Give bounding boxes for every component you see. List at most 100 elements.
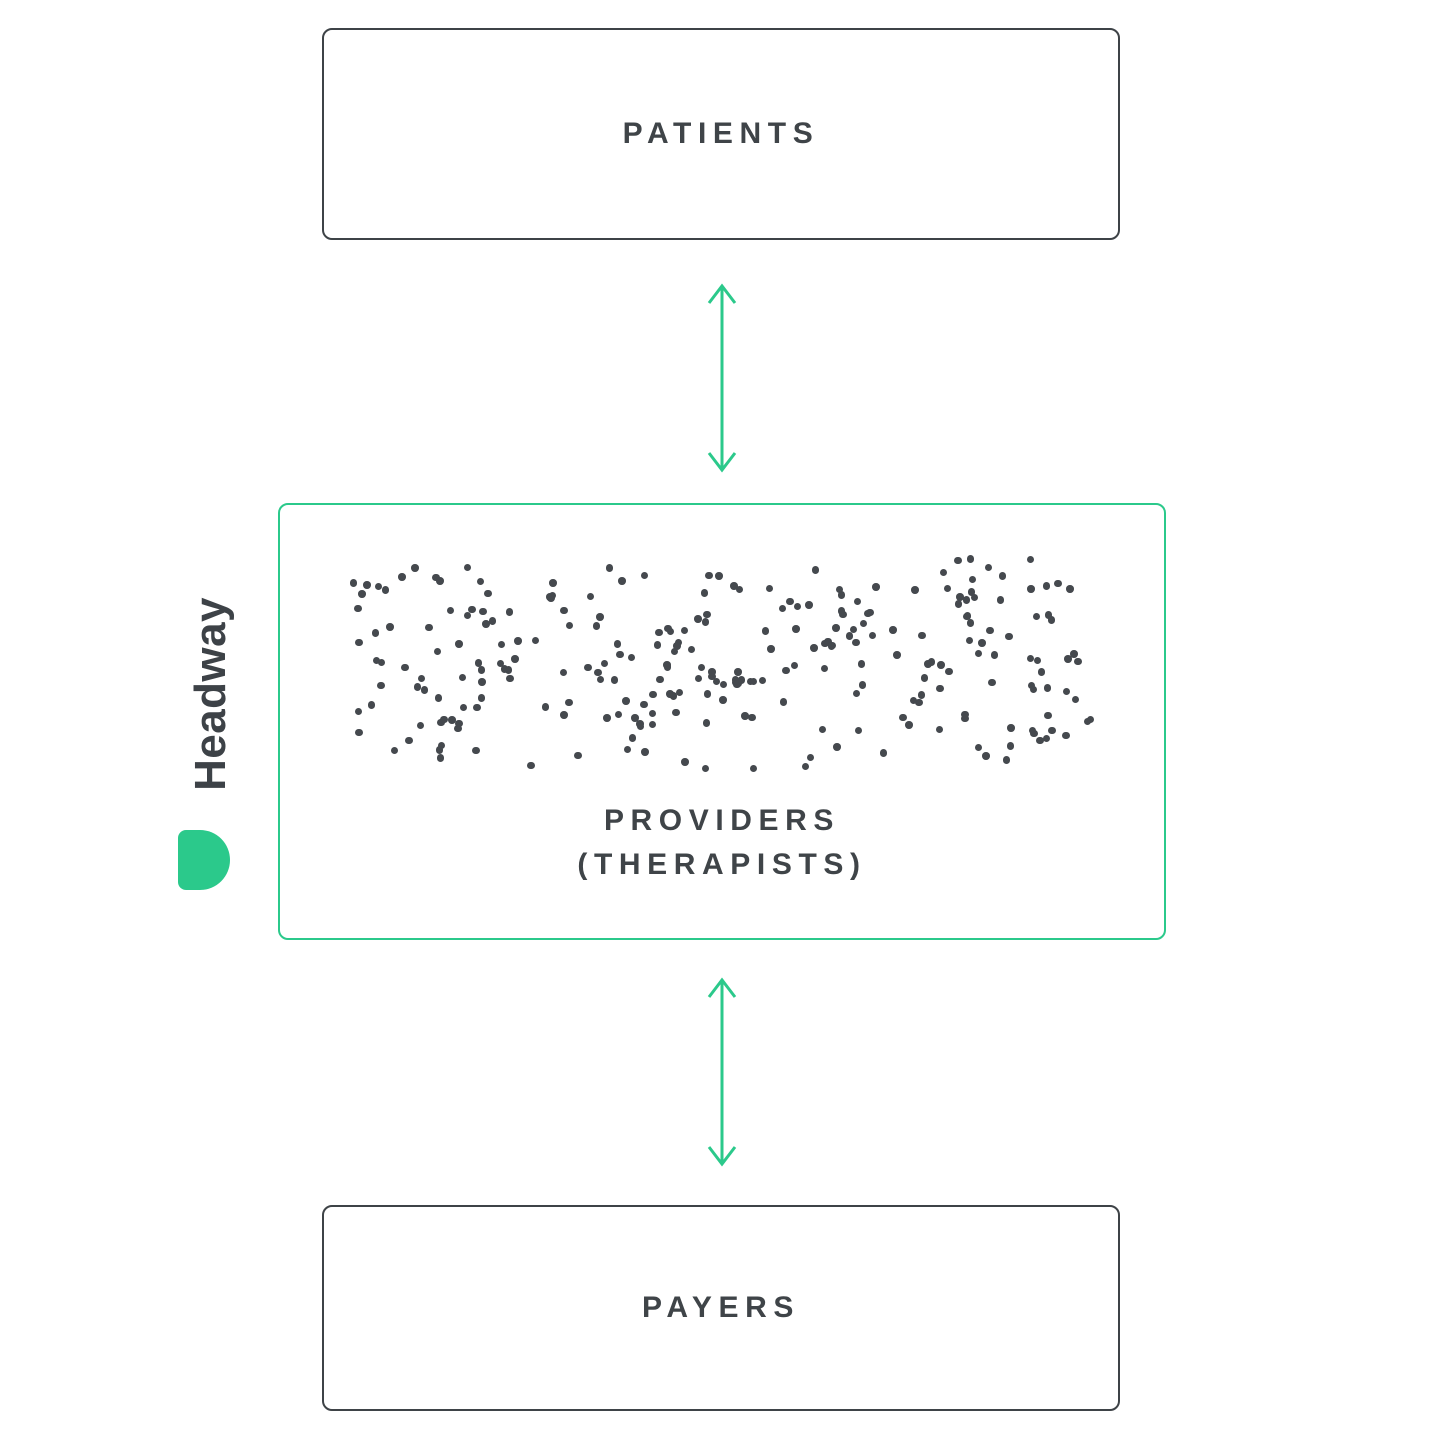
provider-dot <box>996 596 1005 604</box>
providers-label-line1: PROVIDERS <box>603 804 841 837</box>
provider-dot <box>853 597 862 606</box>
provider-dot <box>962 596 971 604</box>
provider-dot <box>974 743 983 752</box>
patients-label: PATIENTS <box>622 117 820 151</box>
provider-dot <box>1005 632 1013 641</box>
provider-dot <box>748 713 756 722</box>
provider-dot <box>694 674 703 683</box>
provider-dot <box>820 664 829 673</box>
provider-dot <box>687 645 696 654</box>
provider-dot <box>1066 585 1074 593</box>
providers-label: PROVIDERS (THERAPISTS) <box>577 799 866 886</box>
provider-dot <box>614 710 623 719</box>
provider-dot <box>967 588 976 596</box>
provider-dot <box>984 563 993 572</box>
provider-dot <box>434 694 443 702</box>
provider-dot <box>1044 611 1053 619</box>
provider-dot <box>864 609 872 618</box>
provider-dot <box>666 690 674 698</box>
provider-dot <box>1026 555 1035 564</box>
provider-dot <box>649 690 657 699</box>
provider-dot <box>990 651 999 659</box>
provider-dot <box>372 656 381 665</box>
provider-dot <box>939 568 948 577</box>
provider-dot <box>767 645 775 653</box>
provider-dot <box>349 579 358 587</box>
provider-dot <box>889 626 897 634</box>
provider-dot <box>628 734 637 742</box>
provider-dot <box>416 721 425 730</box>
provider-dot <box>924 660 932 668</box>
provider-dot <box>749 764 758 773</box>
provider-dot <box>618 577 626 585</box>
provider-dot <box>1027 585 1035 593</box>
provider-dot <box>1002 756 1011 764</box>
payers-node: PAYERS <box>322 1205 1120 1411</box>
provider-dot <box>463 563 472 572</box>
provider-dot <box>1062 731 1070 740</box>
provider-dot <box>574 751 582 760</box>
provider-dot <box>381 586 390 594</box>
provider-dot <box>479 607 487 616</box>
provider-dot <box>1026 654 1035 663</box>
provider-dot <box>899 713 907 722</box>
provider-dot <box>945 667 953 676</box>
provider-dot <box>954 600 963 608</box>
provider-dot <box>436 577 444 585</box>
provider-dot <box>653 641 662 649</box>
provider-dot <box>1071 695 1080 704</box>
provider-dot <box>965 636 974 645</box>
provider-dot <box>374 582 383 591</box>
provider-dot <box>405 736 413 745</box>
provider-dot <box>700 589 709 597</box>
provider-dot <box>734 679 742 688</box>
provider-dot <box>600 659 609 668</box>
provider-dot <box>478 678 486 686</box>
provider-dot <box>546 593 554 601</box>
provider-dot <box>459 703 468 712</box>
provider-dot <box>1047 616 1056 624</box>
provider-dot <box>411 564 419 572</box>
provider-dot <box>1032 612 1041 621</box>
provider-dot <box>893 651 901 659</box>
provider-dot <box>371 629 380 637</box>
provider-dot <box>435 746 444 754</box>
provider-dot <box>849 625 858 634</box>
provider-dot <box>482 620 490 628</box>
provider-dot <box>500 665 509 673</box>
provider-dot <box>737 676 746 684</box>
provider-dot <box>779 698 788 706</box>
provider-dot <box>909 696 918 705</box>
provider-dot <box>363 581 371 589</box>
provider-dot <box>531 636 540 645</box>
provider-dot <box>1028 726 1037 735</box>
provider-dot <box>956 593 964 601</box>
provider-dot <box>719 680 728 689</box>
provider-dot <box>386 623 394 631</box>
provider-dot <box>982 752 990 760</box>
provider-dot <box>354 707 363 716</box>
provider-dot <box>472 746 480 755</box>
provider-dot <box>963 611 972 620</box>
provider-dot <box>664 624 672 633</box>
provider-dot <box>670 647 678 656</box>
provider-dot <box>655 628 663 637</box>
provider-dot <box>1062 687 1071 696</box>
provider-dot <box>961 714 969 723</box>
provider-dot <box>586 592 595 601</box>
provider-dot <box>1029 685 1038 694</box>
provider-dot <box>605 564 614 572</box>
provider-dot <box>1044 711 1052 720</box>
provider-dot <box>719 696 727 704</box>
provider-dot <box>818 725 827 734</box>
provider-dot <box>782 666 790 675</box>
provider-dot <box>355 638 363 647</box>
provider-dot <box>613 640 622 648</box>
provider-dot <box>367 701 376 709</box>
provider-dot <box>792 625 800 633</box>
provider-dot <box>1033 656 1042 664</box>
provider-dot <box>927 658 936 666</box>
provider-dot <box>514 637 522 645</box>
provider-dot <box>1036 736 1044 745</box>
arrow-patients-providers-icon <box>707 283 737 473</box>
